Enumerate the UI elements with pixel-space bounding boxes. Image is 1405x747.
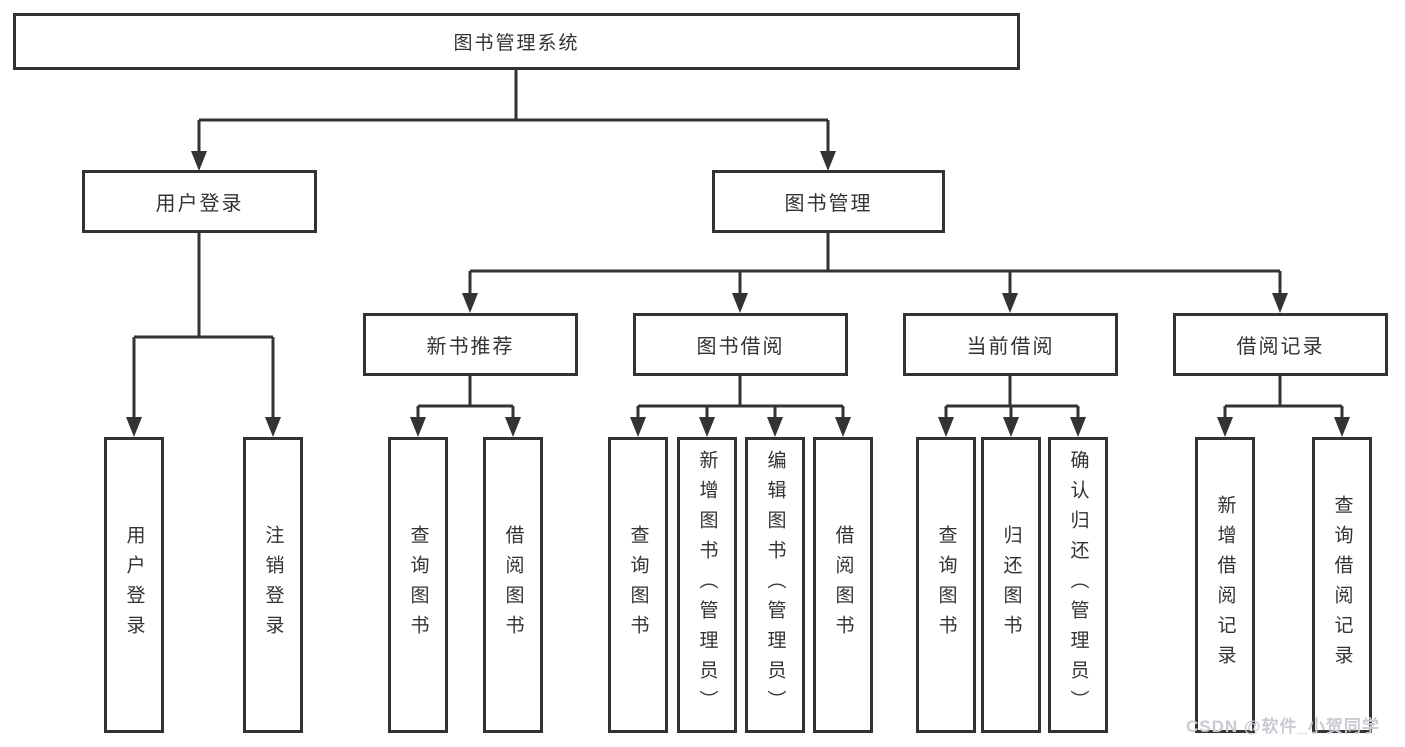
node-leaf-query-books-borrow: 查询图书 xyxy=(608,437,668,733)
node-leaf-borrow-books: 借阅图书 xyxy=(813,437,873,733)
node-leaf-borrow-books-recommend: 借阅图书 xyxy=(483,437,543,733)
node-branch-book-management: 图书管理 xyxy=(712,170,945,233)
node-group-borrow-records: 借阅记录 xyxy=(1173,313,1388,376)
node-leaf-confirm-return-admin: 确认归还（管理员） xyxy=(1048,437,1108,733)
node-leaf-return-books: 归还图书 xyxy=(981,437,1041,733)
connector-new-book-recommend-to-leaves xyxy=(410,376,521,437)
connector-book-borrow-to-leaves xyxy=(630,376,851,437)
watermark: CSDN @软件_小贺同学 xyxy=(1186,717,1380,736)
node-leaf-logout: 注销登录 xyxy=(243,437,303,733)
connector-current-borrow-to-leaves xyxy=(938,376,1086,437)
connector-book-management-to-groups xyxy=(462,233,1288,313)
node-leaf-add-borrow-record: 新增借阅记录 xyxy=(1195,437,1255,733)
node-leaf-query-books-current: 查询图书 xyxy=(916,437,976,733)
node-root: 图书管理系统 xyxy=(13,13,1020,70)
node-leaf-add-book-admin: 新增图书（管理员） xyxy=(677,437,737,733)
connector-root-to-branches xyxy=(191,70,836,171)
node-group-new-book-recommend: 新书推荐 xyxy=(363,313,578,376)
node-group-current-borrow: 当前借阅 xyxy=(903,313,1118,376)
connector-user-login-to-leaves xyxy=(126,233,281,437)
node-group-book-borrow: 图书借阅 xyxy=(633,313,848,376)
node-branch-user-login: 用户登录 xyxy=(82,170,317,233)
node-leaf-query-borrow-record: 查询借阅记录 xyxy=(1312,437,1372,733)
connector-borrow-records-to-leaves xyxy=(1217,376,1350,437)
node-leaf-edit-book-admin: 编辑图书（管理员） xyxy=(745,437,805,733)
node-leaf-query-books-recommend: 查询图书 xyxy=(388,437,448,733)
node-leaf-user-login: 用户登录 xyxy=(104,437,164,733)
